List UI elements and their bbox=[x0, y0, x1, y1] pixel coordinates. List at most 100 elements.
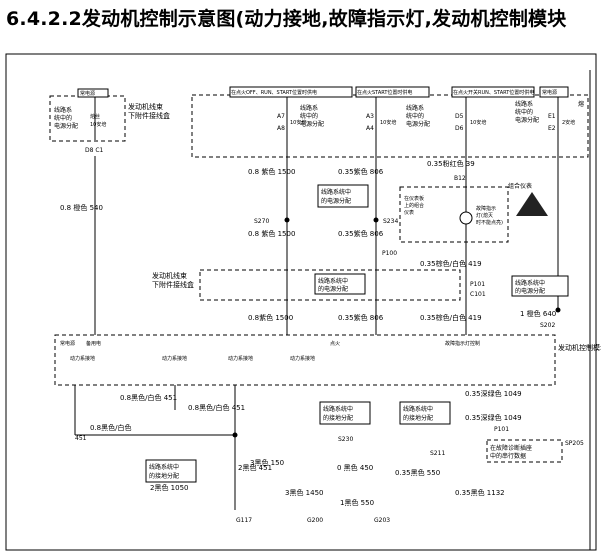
svg-text:的接地分配: 的接地分配 bbox=[149, 472, 179, 480]
page-title: 6.4.2.2发动机控制示意图(动力接地,故障指示灯,发动机控制模块 bbox=[6, 8, 567, 30]
svg-text:S234: S234 bbox=[383, 218, 398, 225]
svg-text:0.35粉红色 39: 0.35粉红色 39 bbox=[427, 159, 475, 168]
svg-text:0.8 紫色 1500: 0.8 紫色 1500 bbox=[248, 167, 295, 176]
svg-text:0.35紫色 806: 0.35紫色 806 bbox=[338, 313, 384, 322]
svg-text:0.8黑色/白色 451: 0.8黑色/白色 451 bbox=[120, 393, 177, 402]
svg-text:统中的: 统中的 bbox=[406, 112, 424, 120]
outer-frame bbox=[5, 53, 597, 551]
svg-text:A3: A3 bbox=[366, 113, 374, 120]
svg-text:动力系接地: 动力系接地 bbox=[228, 355, 253, 362]
svg-text:电源分配: 电源分配 bbox=[515, 116, 539, 124]
svg-text:0 黑色 450: 0 黑色 450 bbox=[337, 463, 373, 472]
svg-text:常电源: 常电源 bbox=[542, 89, 557, 96]
svg-text:线路系: 线路系 bbox=[300, 104, 318, 112]
svg-text:动力系接地: 动力系接地 bbox=[70, 355, 95, 362]
svg-text:线路系统中: 线路系统中 bbox=[318, 277, 348, 285]
svg-text:S270: S270 bbox=[254, 218, 269, 225]
svg-text:时不能点亮): 时不能点亮) bbox=[476, 219, 503, 226]
svg-text:S211: S211 bbox=[430, 450, 445, 457]
svg-text:仪表: 仪表 bbox=[404, 209, 414, 216]
svg-text:A7: A7 bbox=[277, 113, 285, 120]
svg-text:动力系接地: 动力系接地 bbox=[162, 355, 187, 362]
svg-text:的电源分配: 的电源分配 bbox=[318, 285, 348, 293]
svg-text:D5: D5 bbox=[455, 113, 464, 120]
svg-text:P101: P101 bbox=[470, 281, 485, 288]
left-fuse-header bbox=[77, 88, 109, 98]
svg-text:10安培: 10安培 bbox=[90, 121, 106, 128]
svg-text:中的串行数据: 中的串行数据 bbox=[490, 452, 526, 460]
svg-text:发动机线束: 发动机线束 bbox=[152, 271, 187, 280]
svg-text:3黑色 1450: 3黑色 1450 bbox=[285, 488, 324, 497]
svg-text:灯(熄灭: 灯(熄灭 bbox=[476, 212, 493, 219]
left-connector-label: 发动机线束 bbox=[128, 102, 163, 111]
svg-text:的电源分配: 的电源分配 bbox=[515, 287, 545, 295]
svg-text:线路系: 线路系 bbox=[515, 100, 533, 108]
svg-text:0.35黑色 550: 0.35黑色 550 bbox=[395, 468, 440, 477]
svg-text:0.35深绿色 1049: 0.35深绿色 1049 bbox=[465, 389, 522, 398]
svg-text:P100: P100 bbox=[382, 250, 397, 257]
svg-text:0.8 橙色 540: 0.8 橙色 540 bbox=[60, 203, 103, 212]
svg-text:动力系接地: 动力系接地 bbox=[290, 355, 315, 362]
svg-text:E2: E2 bbox=[548, 125, 556, 132]
svg-text:G117: G117 bbox=[236, 517, 252, 524]
svg-text:线路系统中: 线路系统中 bbox=[149, 463, 179, 471]
svg-text:线路系统中: 线路系统中 bbox=[515, 279, 545, 287]
svg-text:熔: 熔 bbox=[578, 100, 584, 108]
left-fuse-dist-text: 线路系 bbox=[54, 106, 72, 114]
svg-text:P101: P101 bbox=[494, 426, 509, 433]
svg-text:的电源分配: 的电源分配 bbox=[321, 197, 351, 205]
svg-text:0.8黑色/白色: 0.8黑色/白色 bbox=[90, 423, 132, 432]
svg-text:2黑色 451: 2黑色 451 bbox=[238, 463, 272, 472]
svg-text:2安培: 2安培 bbox=[562, 119, 575, 126]
svg-text:组合仪表: 组合仪表 bbox=[508, 182, 532, 190]
svg-text:G200: G200 bbox=[307, 517, 323, 524]
svg-text:电源分配: 电源分配 bbox=[406, 120, 430, 128]
svg-text:在仪表板: 在仪表板 bbox=[404, 195, 424, 202]
svg-text:S202: S202 bbox=[540, 322, 555, 329]
svg-text:在故障诊断插座: 在故障诊断插座 bbox=[490, 444, 532, 452]
svg-text:A4: A4 bbox=[366, 125, 374, 132]
svg-text:G203: G203 bbox=[374, 517, 390, 524]
left-fuse-header-text: 常电源 bbox=[80, 90, 95, 97]
svg-text:故障指示: 故障指示 bbox=[476, 205, 496, 212]
svg-text:0.35棕色/白色 419: 0.35棕色/白色 419 bbox=[420, 313, 482, 322]
ecm-box bbox=[54, 334, 556, 386]
svg-text:D6: D6 bbox=[455, 125, 464, 132]
svg-text:0.35棕色/白色 419: 0.35棕色/白色 419 bbox=[420, 259, 482, 268]
svg-text:10安培: 10安培 bbox=[290, 119, 306, 126]
svg-text:电源分配: 电源分配 bbox=[300, 120, 324, 128]
svg-text:统中的: 统中的 bbox=[515, 108, 533, 116]
svg-text:下附件接线盒: 下附件接线盒 bbox=[152, 280, 194, 289]
svg-text:1黑色 550: 1黑色 550 bbox=[340, 498, 374, 507]
ecm-label: 发动机控制模块 bbox=[558, 343, 601, 352]
svg-text:线路系: 线路系 bbox=[406, 104, 424, 112]
svg-text:A8: A8 bbox=[277, 125, 285, 132]
svg-text:线路系统中: 线路系统中 bbox=[323, 405, 353, 413]
svg-text:统中的: 统中的 bbox=[300, 112, 318, 120]
svg-text:B12: B12 bbox=[454, 175, 466, 182]
svg-text:SP205: SP205 bbox=[565, 440, 584, 447]
svg-text:E1: E1 bbox=[548, 113, 556, 120]
svg-text:的接地分配: 的接地分配 bbox=[403, 414, 433, 422]
svg-text:点火: 点火 bbox=[330, 341, 340, 347]
svg-text:1 橙色 640: 1 橙色 640 bbox=[520, 309, 556, 318]
svg-text:2黑色 1050: 2黑色 1050 bbox=[150, 483, 189, 492]
svg-text:0.8 紫色 1500: 0.8 紫色 1500 bbox=[248, 229, 295, 238]
svg-text:线路系统中: 线路系统中 bbox=[321, 188, 351, 196]
svg-text:3黑色 150: 3黑色 150 bbox=[250, 458, 284, 467]
svg-text:备用电: 备用电 bbox=[86, 340, 101, 347]
svg-text:0.35深绿色 1049: 0.35深绿色 1049 bbox=[465, 413, 522, 422]
svg-text:10安培: 10安培 bbox=[380, 119, 396, 126]
wiring-diagram: 常电源 线路系 统中的 电源分配 熔丝 10安培 发动机线束 下附件接线盒 D8… bbox=[5, 53, 601, 551]
svg-text:常电源: 常电源 bbox=[60, 340, 75, 347]
svg-text:S230: S230 bbox=[338, 436, 353, 443]
svg-text:电源分配: 电源分配 bbox=[54, 122, 78, 130]
svg-text:0.35黑色 1132: 0.35黑色 1132 bbox=[455, 488, 505, 497]
svg-text:D8 C1: D8 C1 bbox=[85, 147, 104, 154]
svg-text:C101: C101 bbox=[470, 291, 486, 298]
svg-text:在点火START位置时供电: 在点火START位置时供电 bbox=[357, 89, 412, 96]
svg-text:0.35紫色 806: 0.35紫色 806 bbox=[338, 229, 384, 238]
svg-text:的接地分配: 的接地分配 bbox=[323, 414, 353, 422]
svg-text:下附件接线盒: 下附件接线盒 bbox=[128, 111, 170, 120]
svg-text:在点火OFF、RUN、START位置时供电: 在点火OFF、RUN、START位置时供电 bbox=[231, 89, 317, 96]
